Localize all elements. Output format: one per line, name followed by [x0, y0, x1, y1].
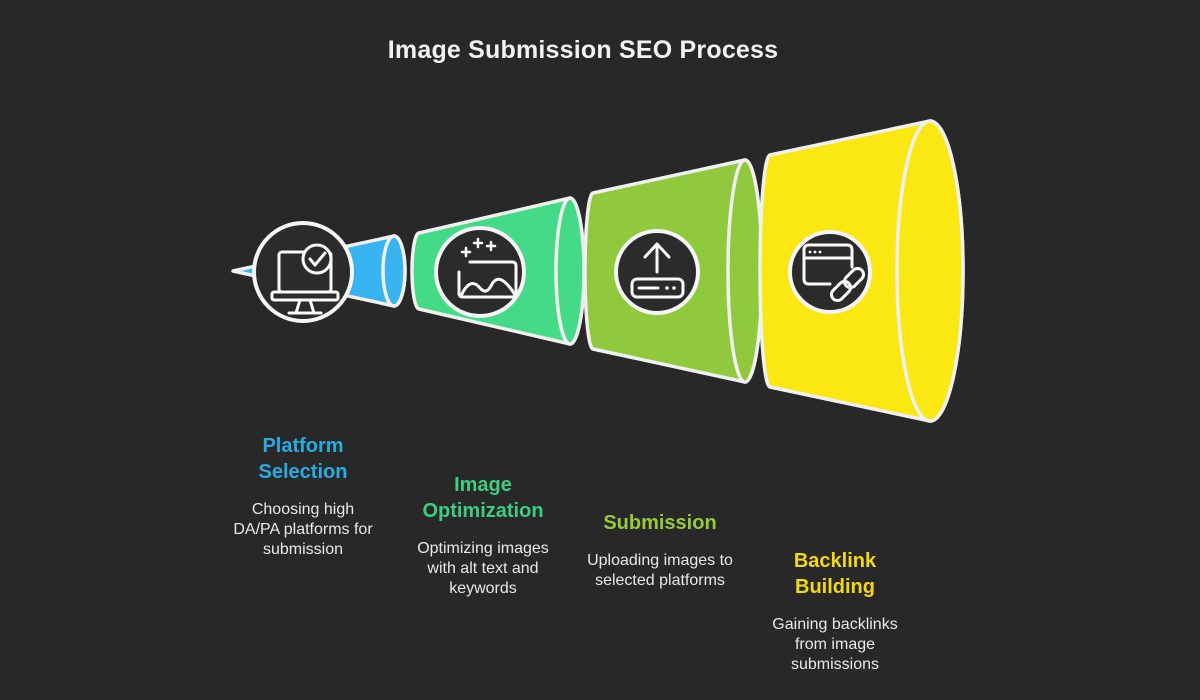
stage-description: Uploading images to selected platforms [587, 552, 733, 589]
stage-label-submission: Submission Uploading images to selected … [550, 510, 770, 591]
monitor-check-icon [252, 221, 354, 323]
stage-heading: Backlink Building [793, 550, 877, 598]
stage-description: Choosing high DA/PA platforms for submis… [233, 501, 373, 558]
stage-label-backlink-building: Backlink Building Gaining backlinks from… [725, 548, 945, 675]
upload-icon [614, 229, 700, 315]
stage-description: Optimizing images with alt text and keyw… [417, 540, 549, 597]
icon-circle [434, 226, 526, 318]
icon-circle [252, 221, 354, 323]
browser-link-icon [788, 230, 872, 314]
stage-label-platform-selection: Platform Selection Choosing high DA/PA p… [193, 433, 413, 560]
funnel-frustum-cap [554, 196, 586, 346]
funnel-cone-cap [381, 234, 407, 308]
image-sparkles-icon [434, 226, 526, 318]
stage-heading: Platform Selection [258, 435, 348, 483]
stage-heading: Submission [603, 512, 717, 534]
funnel-frustum-cap [895, 119, 965, 423]
stage-heading: Image Optimization [422, 474, 544, 522]
funnel-frustum-cap [726, 158, 764, 384]
page-title: Image Submission SEO Process [387, 36, 779, 64]
stage-description: Gaining backlinks from image submissions [772, 616, 898, 673]
stage-label-image-optimization: Image Optimization Optimizing images wit… [373, 472, 593, 599]
